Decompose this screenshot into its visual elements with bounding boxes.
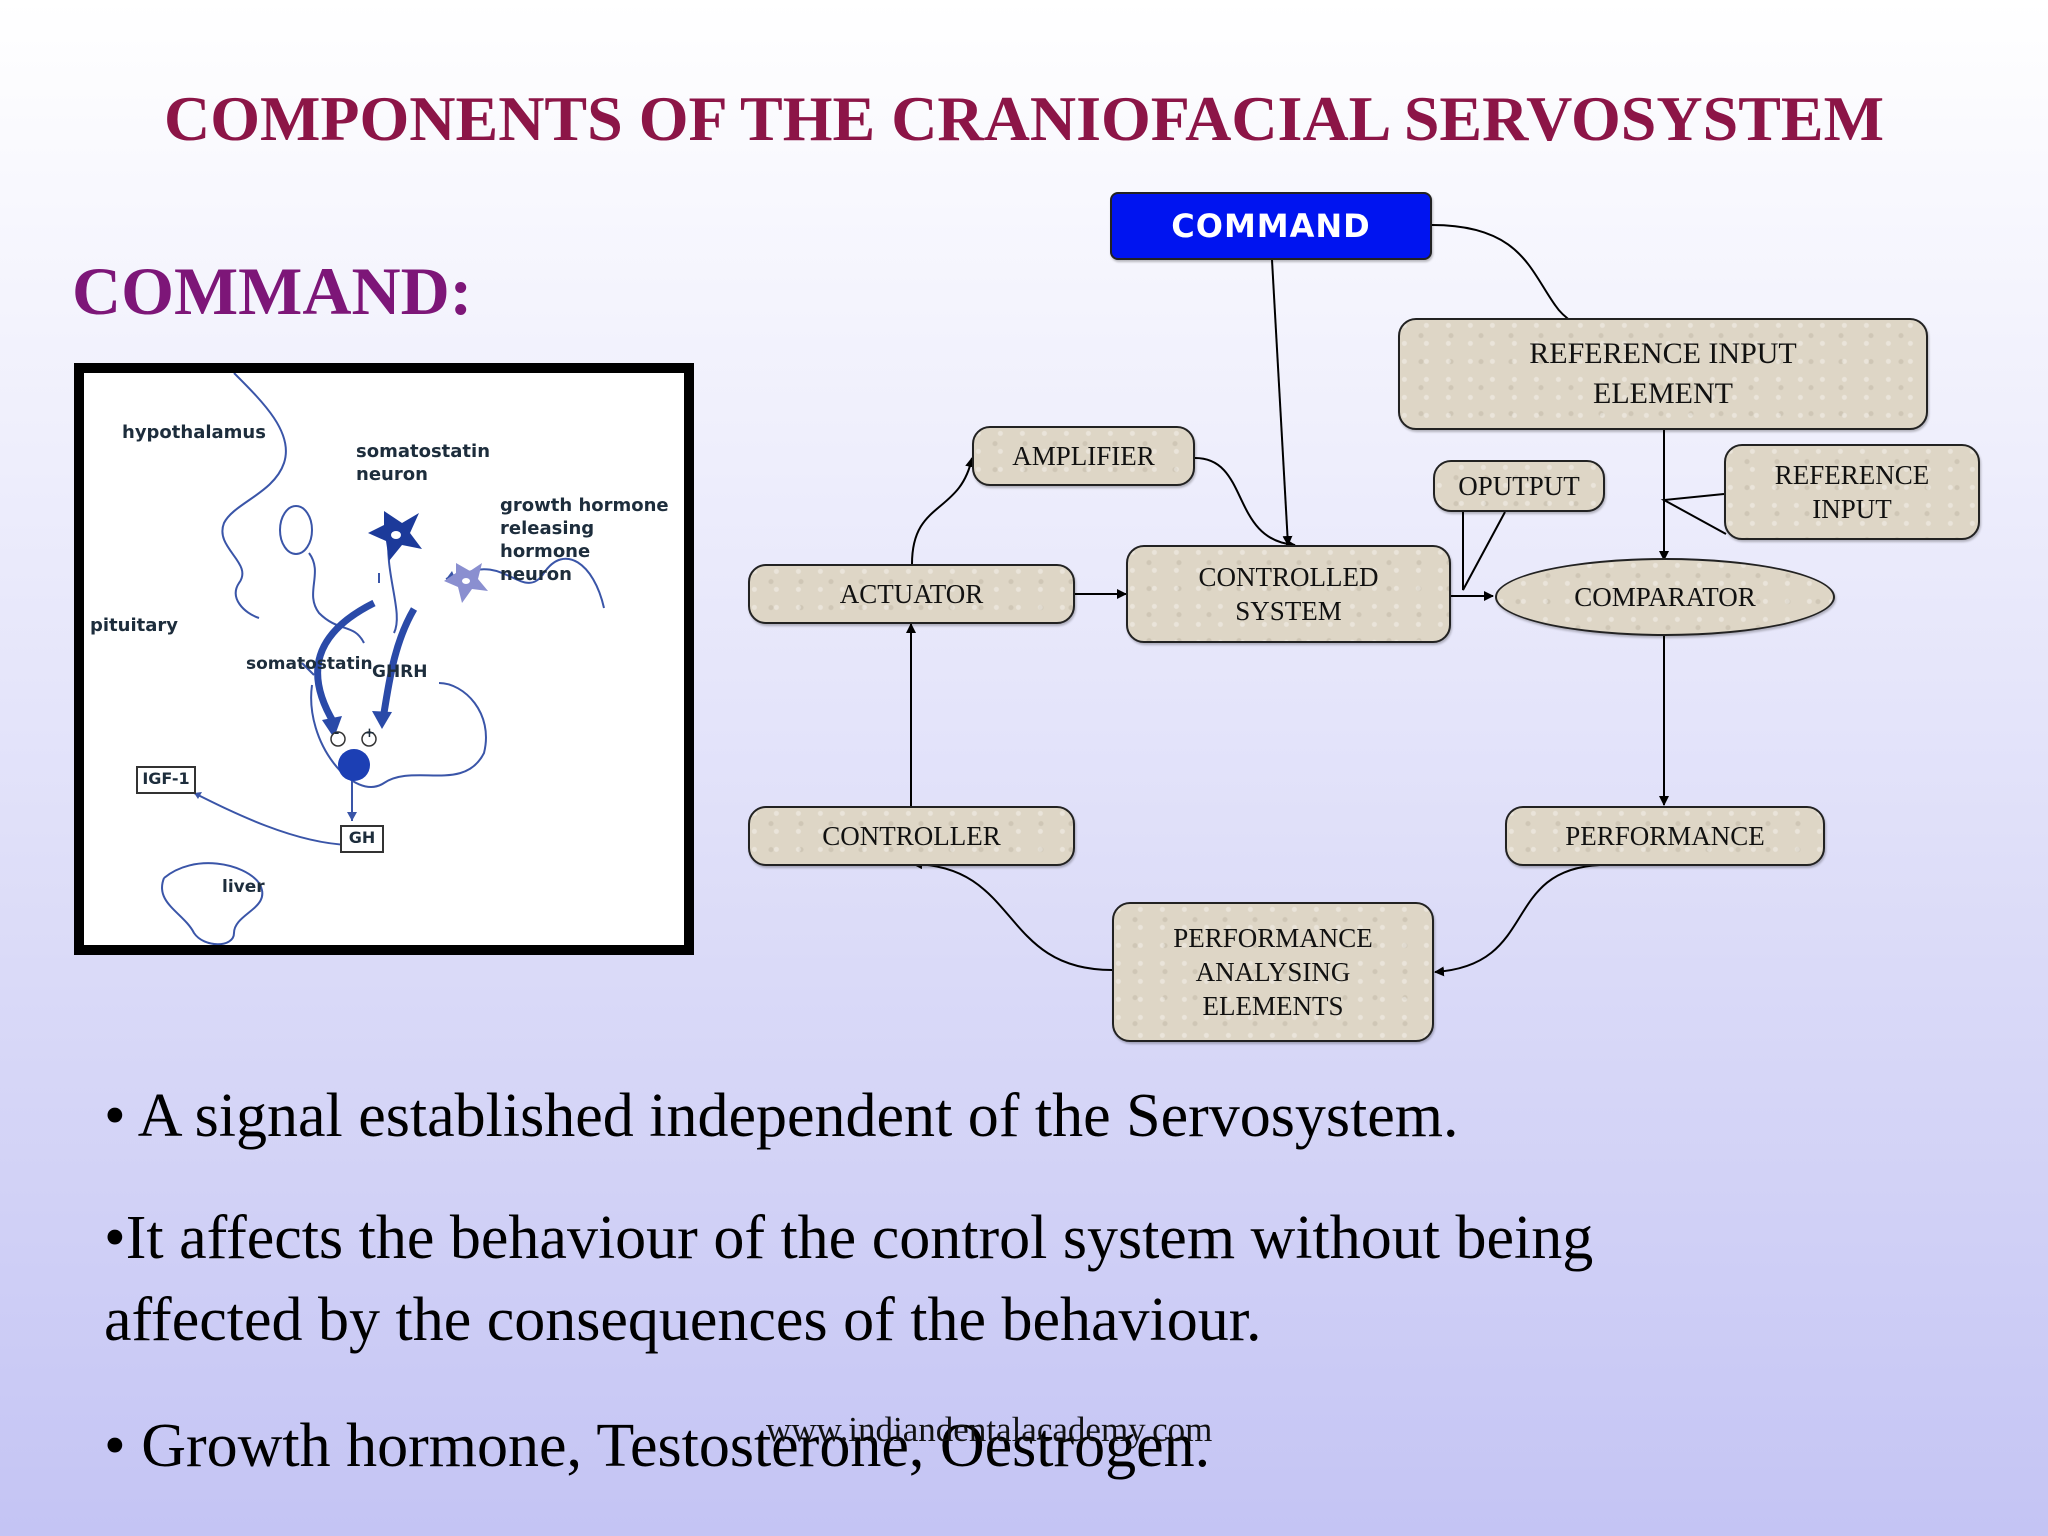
- ghrh-neuron-label: growth hormone releasing hormone neuron: [500, 495, 669, 585]
- somatostatin-label: somatostatin: [246, 654, 373, 674]
- plus-receptor: [361, 731, 377, 747]
- ghrh-axon: [461, 557, 605, 609]
- reference-input-element-node: REFERENCE INPUT ELEMENT: [1398, 318, 1928, 430]
- somatostatin-axon: [308, 552, 365, 644]
- gh-to-igf-arrow: [193, 792, 350, 846]
- hypothalamus-label: hypothalamus: [122, 422, 266, 443]
- actuator-to-amplifier-arrow: [911, 457, 976, 565]
- actuator-node: ACTUATOR: [748, 564, 1075, 624]
- reference-input-callout: REFERENCE INPUT: [1724, 444, 1980, 540]
- controlled-system-node: CONTROLLED SYSTEM: [1126, 545, 1451, 643]
- bullet-2-line-2: affected by the consequences of the beha…: [104, 1286, 1262, 1354]
- performance-to-analysing-arrow: [1434, 864, 1601, 977]
- amplifier-to-controlled-arrow: [1194, 457, 1296, 550]
- hypothalamus-outline: [221, 373, 287, 619]
- gh-box: GH: [340, 825, 384, 853]
- ghrh-label: GHRH: [372, 662, 428, 682]
- servosystem-diagram: COMMAND REFERENCE INPUT ELEMENT AMPLIFIE…: [748, 192, 1980, 1042]
- hormone-figure-drawing: [161, 373, 605, 945]
- amplifier-node: AMPLIFIER: [972, 426, 1195, 486]
- oputput-callout: OPUTPUT: [1433, 460, 1605, 512]
- ghrh-arrowhead: [372, 711, 392, 729]
- somatostatin-arrow: [314, 599, 376, 725]
- command-node: COMMAND: [1110, 192, 1432, 260]
- controller-node: CONTROLLER: [748, 806, 1075, 866]
- bullet-2-line-1: •It affects the behaviour of the control…: [104, 1204, 1594, 1272]
- slide-title: COMPONENTS OF THE CRANIOFACIAL SERVOSYST…: [164, 83, 1884, 154]
- performance-analysing-node: PERFORMANCE ANALYSING ELEMENTS: [1112, 902, 1434, 1042]
- bullet-3: • Growth hormone, Testosterone, Oestroge…: [104, 1412, 1211, 1480]
- hypothalamus-loop: [279, 505, 313, 555]
- igf1-box: IGF-1: [136, 766, 196, 794]
- plus-sign: +: [364, 726, 375, 741]
- watermark: www.indiandentalacademy.com: [766, 1410, 1213, 1449]
- comparator-node: COMPARATOR: [1495, 558, 1835, 636]
- minus-sign: -: [334, 726, 340, 741]
- bullet-1: • A signal established independent of th…: [104, 1082, 1459, 1150]
- somatostatin-arrowhead: [322, 716, 342, 738]
- oputput-callout-pointer: [1462, 509, 1506, 591]
- command-to-controlled-arrow: [1271, 259, 1293, 546]
- performance-node: PERFORMANCE: [1505, 806, 1825, 866]
- minus-receptor: [330, 731, 346, 747]
- liver-outline: [161, 862, 264, 945]
- pituitary-label: pituitary: [90, 615, 179, 636]
- reference-input-callout-pointer: [1660, 493, 1727, 535]
- command-subheading: COMMAND:: [72, 253, 473, 329]
- somatostatin-neuron-label: somatostatin neuron: [356, 441, 491, 485]
- pituitary-cell: [338, 749, 370, 781]
- diagram-connectors: [906, 224, 1727, 977]
- liver-label: liver: [222, 877, 265, 897]
- pituitary-outline: [310, 682, 487, 788]
- hormone-figure: hypothalamus somatostatin neuron growth …: [74, 363, 694, 955]
- ghrh-arrow: [380, 607, 418, 714]
- analysing-to-controller-arrow: [912, 859, 1113, 971]
